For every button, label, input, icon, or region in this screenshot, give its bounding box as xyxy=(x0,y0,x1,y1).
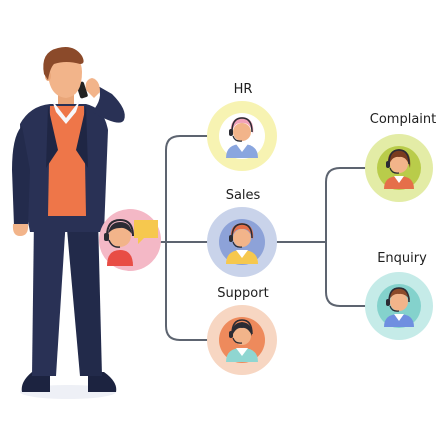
ivr-agent-icon xyxy=(104,218,134,266)
left-hand xyxy=(12,224,29,236)
support-label: Support xyxy=(217,286,269,301)
right-lapel xyxy=(76,106,88,168)
complaint-agent-icon xyxy=(384,149,414,189)
enquiry-node xyxy=(365,272,433,340)
left-arm xyxy=(12,126,30,226)
hr-agent-icon xyxy=(226,117,258,158)
support-node xyxy=(207,305,277,375)
hr-node xyxy=(207,101,277,171)
connector-lines xyxy=(160,135,366,341)
chat-bubble-icon xyxy=(134,220,158,244)
left-shoe xyxy=(21,372,50,392)
left-lapel xyxy=(46,106,58,168)
connector-routing-branch xyxy=(325,167,366,307)
left-leg xyxy=(32,218,66,376)
right-arm xyxy=(92,86,125,123)
sales-node xyxy=(207,207,277,277)
shirt-collar xyxy=(52,100,80,124)
hr-label: HR xyxy=(233,82,253,97)
sweater xyxy=(48,106,86,216)
enquiry-label: Enquiry xyxy=(377,251,427,266)
enquiry-agent-icon xyxy=(384,287,414,327)
right-hand xyxy=(85,78,100,98)
support-agent-icon xyxy=(226,319,258,362)
businessman-illustration xyxy=(12,47,125,399)
sales-agent-icon xyxy=(226,223,258,264)
right-leg xyxy=(66,218,102,376)
ivr-node xyxy=(99,209,161,271)
connector-hr-branch xyxy=(165,135,210,341)
head xyxy=(48,54,82,98)
complaint-label: Complaint xyxy=(369,112,437,127)
complaint-node xyxy=(365,134,433,202)
sales-label: Sales xyxy=(225,188,261,203)
hair xyxy=(43,47,84,80)
right-shoe xyxy=(88,372,117,392)
